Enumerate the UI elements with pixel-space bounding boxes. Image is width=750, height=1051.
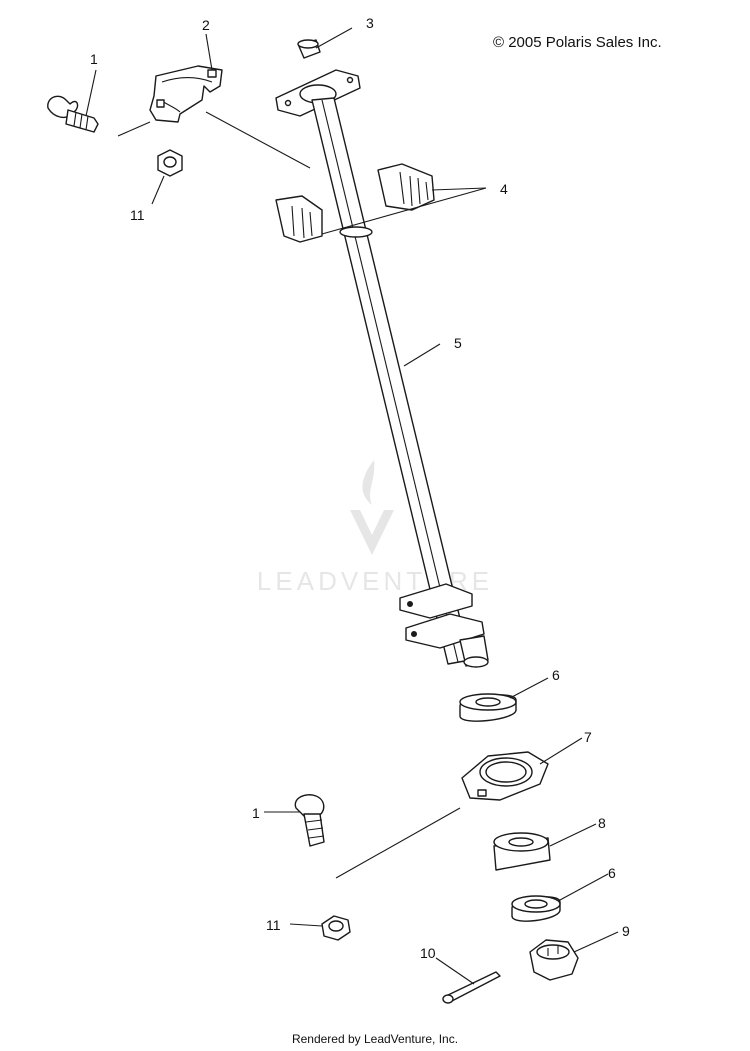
callout-1-lower: 1: [252, 805, 260, 821]
callout-4: 4: [500, 181, 508, 197]
steering-spacer[interactable]: [493, 832, 551, 871]
callout-1-top: 1: [90, 51, 98, 67]
steering-post-clamp[interactable]: [149, 65, 223, 123]
steering-post[interactable]: [275, 69, 489, 668]
callout-7: 7: [584, 729, 592, 745]
carriage-bolt-top[interactable]: [47, 95, 99, 133]
watermark-logo: LEADVENTURE: [257, 460, 489, 596]
steering-bushing-left[interactable]: [275, 195, 323, 243]
washer-upper[interactable]: [459, 693, 517, 722]
callout-6-upper: 6: [552, 667, 560, 683]
callout-6-lower: 6: [608, 865, 616, 881]
carriage-bolt-lower[interactable]: [294, 794, 325, 847]
bearing-flange[interactable]: [461, 751, 549, 801]
castle-nut[interactable]: [529, 939, 579, 981]
callout-9: 9: [622, 923, 630, 939]
steering-bushing-right[interactable]: [377, 163, 435, 211]
callout-5: 5: [454, 335, 462, 351]
washer-lower[interactable]: [511, 895, 561, 922]
callout-8: 8: [598, 815, 606, 831]
hex-nut-lower[interactable]: [321, 915, 351, 941]
callout-2: 2: [202, 17, 210, 33]
assembly-lines: [85, 27, 619, 985]
upper-bushing[interactable]: [297, 39, 321, 59]
callouts: 1 2 3 4 5 11 6 7 1 8 6 11 9 10: [90, 15, 630, 961]
footer-credit: Rendered by LeadVenture, Inc.: [291, 1032, 459, 1046]
callout-11-top: 11: [130, 207, 145, 223]
cotter-pin[interactable]: [442, 971, 501, 1004]
copyright-text: © 2005 Polaris Sales Inc.: [493, 34, 662, 51]
callout-3: 3: [366, 15, 374, 31]
callout-11-lower: 11: [266, 917, 281, 933]
hex-nut-top[interactable]: [157, 149, 183, 177]
callout-10: 10: [420, 945, 436, 961]
